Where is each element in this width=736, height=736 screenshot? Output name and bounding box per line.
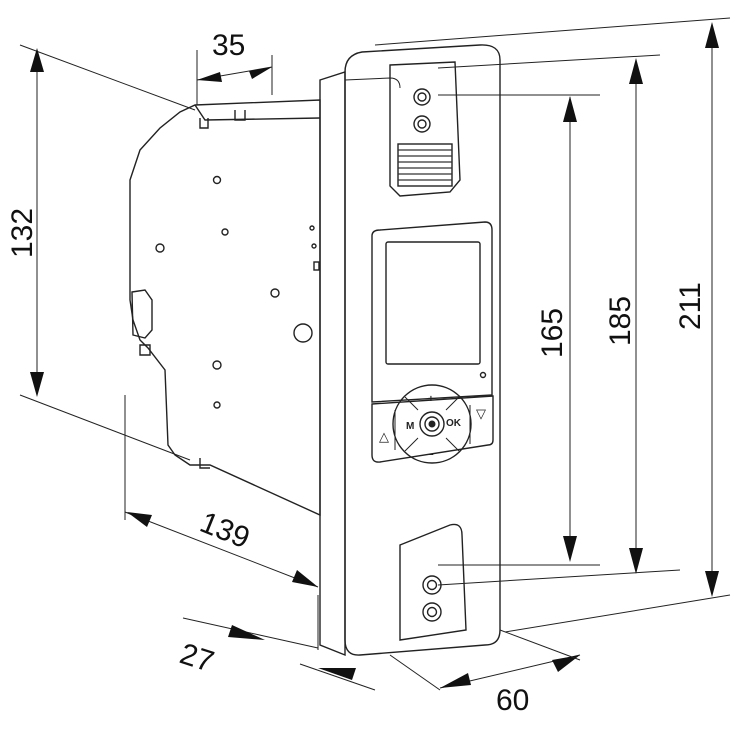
side-housing bbox=[129, 99, 321, 517]
down-arrow-icon: ▽ bbox=[476, 406, 486, 421]
keypad-minus-label: – bbox=[428, 449, 434, 460]
dimension-label-185: 185 bbox=[604, 296, 637, 346]
dimension-label-35: 35 bbox=[212, 29, 245, 62]
keypad-ok-label: OK bbox=[446, 418, 462, 429]
dimension-label-211: 211 bbox=[674, 282, 707, 330]
dimension-label-132: 132 bbox=[6, 208, 39, 258]
dimension-label-60: 60 bbox=[496, 684, 529, 717]
bottom-insert bbox=[399, 523, 467, 641]
dimension-lines bbox=[19, 17, 731, 691]
dimension-label-139: 139 bbox=[195, 506, 254, 555]
keypad-menu-label: M bbox=[406, 421, 414, 432]
front-panel bbox=[319, 44, 501, 657]
keypad bbox=[392, 384, 472, 464]
display-screen bbox=[385, 241, 481, 365]
up-arrow-icon: △ bbox=[379, 429, 389, 444]
keypad-plus-label: + bbox=[428, 394, 434, 405]
dimension-label-165: 165 bbox=[536, 308, 569, 358]
dimension-label-27: 27 bbox=[176, 637, 218, 679]
